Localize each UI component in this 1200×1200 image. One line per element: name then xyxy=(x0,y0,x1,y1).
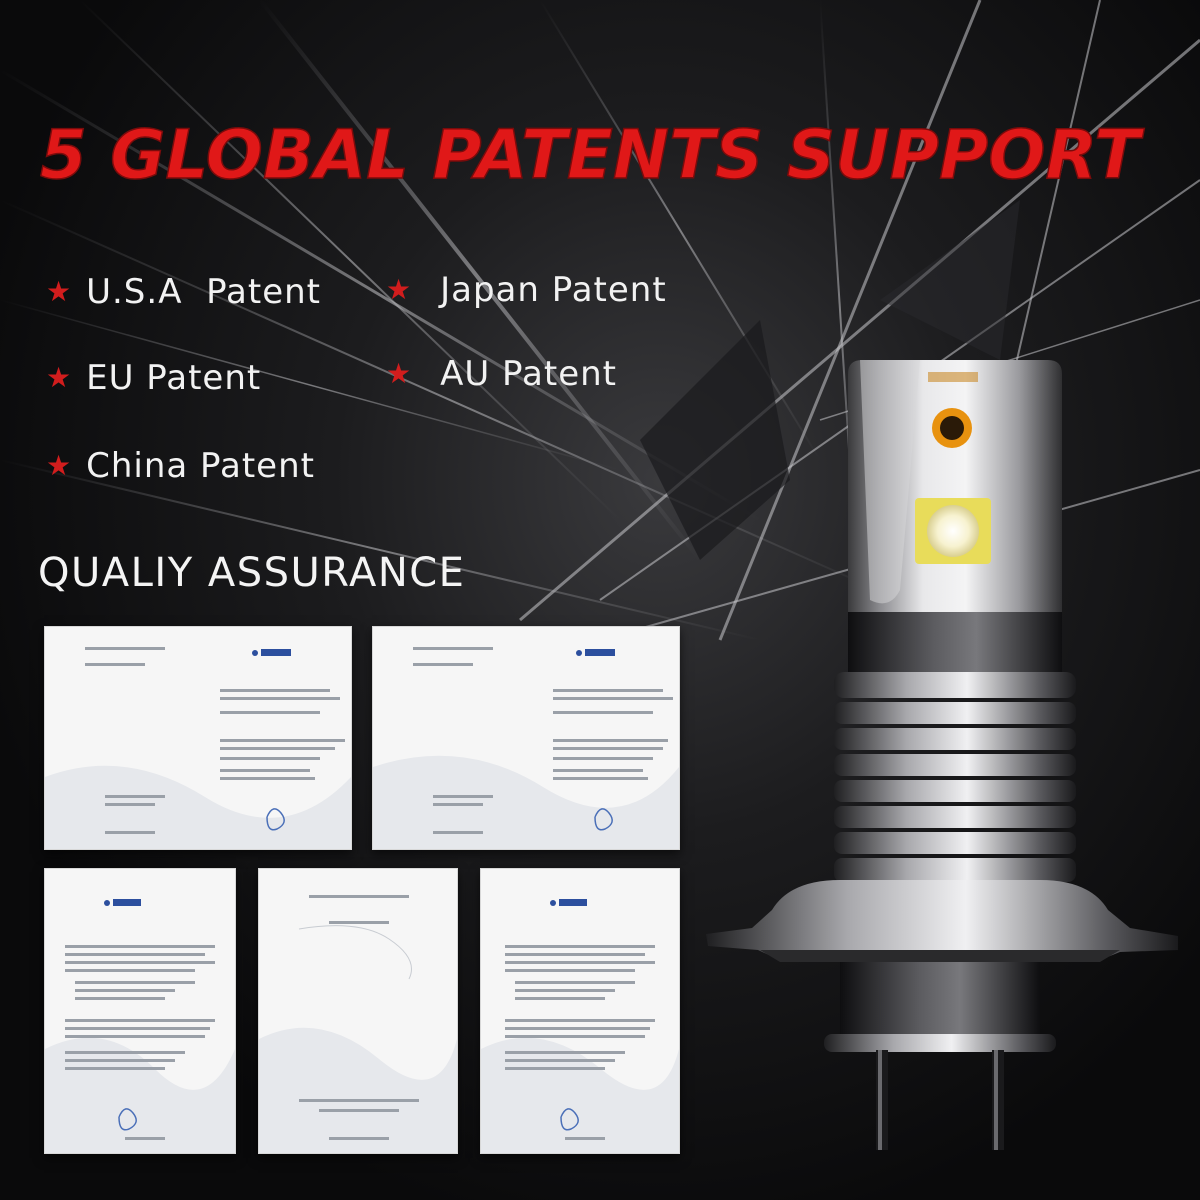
certificate-document-image xyxy=(259,869,457,1153)
patent-usa: ★ U.S.A Patent xyxy=(46,272,321,312)
certificate-document-image xyxy=(481,869,679,1153)
eu-logo-icon xyxy=(252,649,291,656)
certificate-document-image xyxy=(373,627,679,849)
star-icon: ★ xyxy=(46,275,73,308)
certificate-5 xyxy=(480,868,680,1154)
headline: 5 GLOBAL PATENTS SUPPORT xyxy=(40,118,1145,196)
led-bulb-image xyxy=(706,360,1178,1150)
patent-china: ★ China Patent xyxy=(46,446,315,486)
patent-japan: ★ Japan Patent xyxy=(386,270,667,310)
certificate-3 xyxy=(44,868,236,1154)
star-icon: ★ xyxy=(46,449,73,482)
patent-au-label: AU Patent xyxy=(440,354,618,394)
certificate-4 xyxy=(258,868,458,1154)
seal-icon xyxy=(560,1108,579,1131)
seal-icon xyxy=(266,808,285,831)
headline-text: 5 GLOBAL PATENTS SUPPORT xyxy=(40,118,1145,195)
eu-logo-icon xyxy=(576,649,615,656)
patent-usa-label: U.S.A Patent xyxy=(86,272,322,312)
certificate-document-image xyxy=(45,627,351,849)
star-icon: ★ xyxy=(386,357,413,390)
patent-japan-label: Japan Patent xyxy=(440,270,667,310)
patent-au: ★ AU Patent xyxy=(386,354,617,394)
star-icon: ★ xyxy=(46,361,73,394)
star-icon: ★ xyxy=(386,273,413,306)
certificate-2 xyxy=(372,626,680,850)
patent-eu-label: EU Patent xyxy=(86,358,262,398)
eu-logo-icon xyxy=(550,899,587,906)
certificate-document-image xyxy=(45,869,235,1153)
patent-eu: ★ EU Patent xyxy=(46,358,261,398)
seal-icon xyxy=(594,808,613,831)
certificate-1 xyxy=(44,626,352,850)
quality-assurance-heading: QUALIY ASSURANCE xyxy=(38,550,466,596)
seal-icon xyxy=(118,1108,137,1131)
patent-china-label: China Patent xyxy=(86,446,315,486)
eu-logo-icon xyxy=(104,899,141,906)
